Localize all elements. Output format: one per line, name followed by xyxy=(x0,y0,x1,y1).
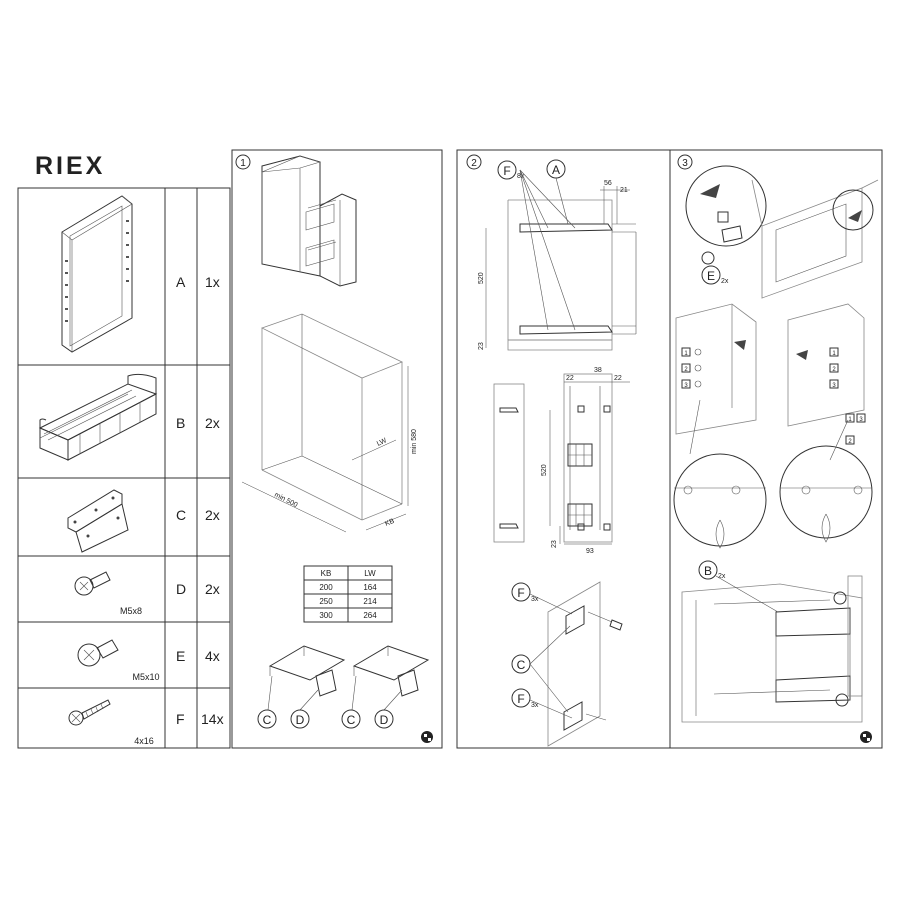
step-1-dim-depth: min 500 xyxy=(273,492,298,510)
step-3-cabinet-left: 1 2 3 xyxy=(675,303,757,435)
part-f-letter: F xyxy=(176,711,185,727)
callout-d: D xyxy=(296,713,305,727)
step-3-frame-on-cabinet xyxy=(751,179,879,299)
step-3-callout-b: B xyxy=(704,564,712,578)
step-1-brackets xyxy=(267,645,430,711)
part-d-size: M5x8 xyxy=(120,606,142,616)
step-3-callout-b-qty: 2x xyxy=(718,573,726,580)
step-list-right-1: 1 xyxy=(832,351,836,357)
part-b-basket-image xyxy=(38,373,158,461)
step-1-dim-lw: LW xyxy=(376,437,388,448)
step-2-dim-23: 23 xyxy=(478,342,485,350)
part-d-qty: 2x xyxy=(205,581,220,597)
part-e-letter: E xyxy=(176,648,185,664)
step-1-size-table: KB LW 200 164 250 214 300 264 xyxy=(303,565,393,623)
step-2-dim-520: 520 xyxy=(478,272,485,284)
step-3-final-assembly: B 2x xyxy=(681,560,863,723)
tag-1: 1 xyxy=(848,417,852,423)
step-2-callout-c: C xyxy=(517,658,526,672)
step-2-callout-a: A xyxy=(552,163,560,177)
step-2-3-panel xyxy=(456,149,883,749)
step-list-left-3: 3 xyxy=(684,383,688,389)
step-2-dim-22b: 22 xyxy=(614,375,622,382)
part-c-letter: C xyxy=(176,507,186,523)
table-cell: 264 xyxy=(363,611,377,620)
step-1-dim-kb: KB xyxy=(384,518,396,528)
next-page-icon xyxy=(421,731,433,743)
step-2-dim-56: 56 xyxy=(604,180,612,187)
part-a-qty: 1x xyxy=(205,274,220,290)
callout-d: D xyxy=(380,713,389,727)
part-b-letter: B xyxy=(176,415,185,431)
step-2-number: 2 xyxy=(471,158,477,169)
brand-logo: RIEX xyxy=(35,152,105,180)
step-2-side-panel-view: 56 21 520 23 xyxy=(478,169,637,351)
part-d-screw-image xyxy=(74,571,111,596)
part-f-size: 4x16 xyxy=(134,736,154,746)
step-2-section: 2 F 8x A 56 21 xyxy=(466,154,637,747)
tag-3: 3 xyxy=(859,417,863,423)
part-f-woodscrew-image xyxy=(68,699,111,726)
next-page-icon xyxy=(860,731,872,743)
table-cell: 300 xyxy=(319,611,333,620)
part-e-size: M5x10 xyxy=(132,672,159,682)
step-1-callouts: C D C D xyxy=(257,709,394,729)
step-list-right-2: 2 xyxy=(832,367,836,373)
step-2-dim-93: 93 xyxy=(586,548,594,555)
step-3-detail-circle-left: E 2x xyxy=(685,165,767,285)
part-b-qty: 2x xyxy=(205,415,220,431)
table-header-kb: KB xyxy=(321,569,332,578)
step-3-cabinet-right: 1 2 3 1 3 2 xyxy=(787,303,866,445)
parts-table: A 1x B 2x C 2x D 2x E 4x F 14x M5x8 M5x1… xyxy=(17,187,231,749)
step-2-dim-520b: 520 xyxy=(541,464,548,476)
step-2-callout-f: F xyxy=(503,164,510,178)
step-2-front-views: 22 38 22 520 23 93 xyxy=(493,367,630,555)
part-a-frame-image xyxy=(61,195,133,353)
part-f-qty: 14x xyxy=(201,711,224,727)
part-c-qty: 2x xyxy=(205,507,220,523)
table-cell: 200 xyxy=(319,583,333,592)
callout-c: C xyxy=(347,713,356,727)
step-2-dim-38: 38 xyxy=(594,367,602,374)
step-2-callout-f3-qty: 3x xyxy=(531,702,539,709)
step-1-panel: 1 min 580 LW xyxy=(231,149,443,749)
part-e-qty: 4x xyxy=(205,648,220,664)
table-cell: 214 xyxy=(363,597,377,606)
step-3-callout-e-qty: 2x xyxy=(721,278,729,285)
step-2-callout-f3: F xyxy=(517,692,524,706)
step-3-section: 3 E 2x 1 2 xyxy=(673,154,879,743)
table-cell: 164 xyxy=(363,583,377,592)
step-1-cabinet-dimensions: min 580 LW min 500 KB xyxy=(241,313,418,533)
step-2-callout-f2: F xyxy=(517,586,524,600)
part-c-bracket-image xyxy=(67,489,129,553)
part-d-letter: D xyxy=(176,581,186,597)
step-2-dim-23b: 23 xyxy=(551,540,558,548)
step-1-number: 1 xyxy=(240,158,246,169)
step-1-dim-height: min 580 xyxy=(411,429,418,454)
step-list-left-1: 1 xyxy=(684,351,688,357)
step-1-cabinet-preview xyxy=(261,155,357,287)
step-3-number: 3 xyxy=(682,158,688,169)
step-3-callout-e: E xyxy=(707,269,715,283)
step-2-bracket-mounting: F 3x C F 3x xyxy=(511,581,623,747)
step-2-callout-f2-qty: 3x xyxy=(531,596,539,603)
table-header-lw: LW xyxy=(364,569,376,578)
part-a-letter: A xyxy=(176,274,186,290)
step-2-dim-21: 21 xyxy=(620,187,628,194)
step-list-right-3: 3 xyxy=(832,383,836,389)
tag-2: 2 xyxy=(848,439,852,445)
callout-c: C xyxy=(263,713,272,727)
step-list-left-2: 2 xyxy=(684,367,688,373)
table-cell: 250 xyxy=(319,597,333,606)
step-3-detail-circles-middle xyxy=(673,399,873,549)
step-2-dim-22a: 22 xyxy=(566,375,574,382)
part-e-screw-image xyxy=(77,639,119,667)
